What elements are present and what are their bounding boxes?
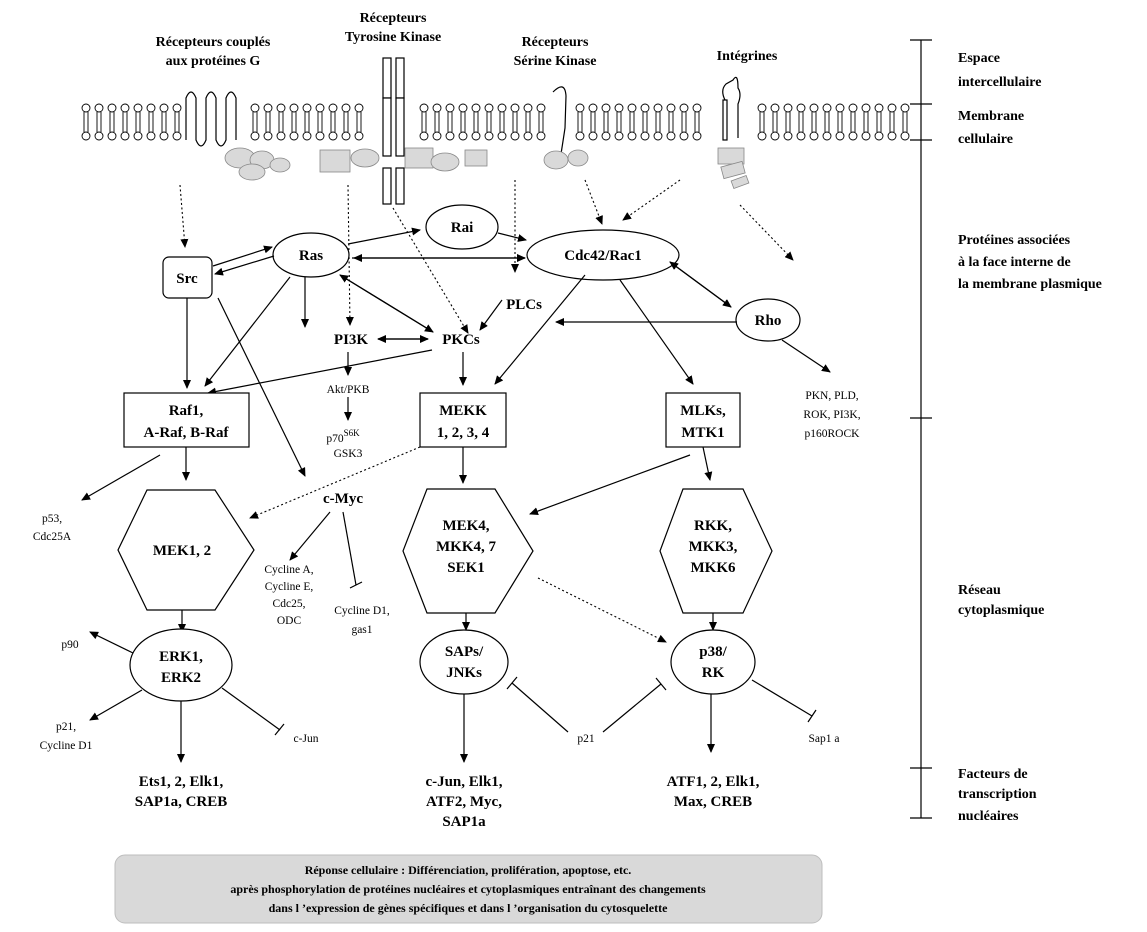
- response-text: Réponse cellulaire : Différenciation, pr…: [230, 863, 706, 915]
- label-cjun: c-Jun: [294, 733, 319, 745]
- node-cdc42: [526, 229, 680, 281]
- arrows-kinases: [81, 446, 713, 519]
- node-mek12-label: MEK1, 2: [153, 543, 211, 559]
- tf-p38: ATF1, 2, Elk1,Max, CREB: [667, 774, 760, 810]
- label-p53: p53,Cdc25A: [33, 513, 72, 543]
- node-rkk-label: RKK,MKK3,MKK6: [689, 518, 738, 576]
- node-mek4: [402, 488, 534, 614]
- node-p38: [670, 629, 756, 695]
- node-saps: [419, 629, 509, 695]
- node-rai-label: Rai: [451, 220, 474, 236]
- label-rho-targets: PKN, PLD,ROK, PI3K,p160ROCK: [803, 390, 860, 440]
- node-rkk: [659, 488, 773, 614]
- label-p90: p90: [61, 639, 79, 651]
- arrow-integrin-cdc42: [622, 179, 681, 221]
- arrow-gpcr-src: [179, 184, 189, 248]
- arrow-rtk-pi3k: [345, 184, 354, 326]
- node-erk-label: ERK1,ERK2: [159, 649, 203, 686]
- label-sap1a: Sap1 a: [809, 733, 840, 745]
- level-scale: [910, 39, 932, 819]
- arrows-mapk-outputs: [89, 631, 817, 763]
- node-erk: [129, 628, 233, 702]
- arrows-cmyc: [289, 511, 363, 589]
- label-gsk3: GSK3: [334, 448, 363, 460]
- node-mlks: [665, 392, 741, 448]
- node-rho: [735, 298, 801, 342]
- node-cdc42-label: Cdc42/Rac1: [564, 248, 642, 264]
- arrows-mapk: [178, 577, 717, 643]
- label-cyclined1: Cycline D1,gas1: [334, 605, 390, 636]
- rtk-receptor: [319, 57, 488, 205]
- arrow-integrin-rho: [739, 204, 794, 261]
- node-rho-label: Rho: [755, 313, 782, 329]
- gpcr-receptor: [185, 91, 291, 181]
- node-rai: [425, 204, 499, 250]
- serine-kinase-receptor: [543, 86, 589, 170]
- node-mlks-label: MLKs,MTK1: [680, 403, 726, 441]
- node-ras: [272, 232, 350, 278]
- node-mek12: [117, 489, 255, 611]
- node-pkcs: PKCs: [442, 332, 480, 348]
- node-cmyc: c-Myc: [323, 491, 363, 507]
- arrows-associated: [183, 227, 831, 477]
- receptor-label-integrins: Intégrines: [717, 49, 778, 64]
- cell-membrane: [81, 103, 910, 141]
- label-cyclines: Cycline A,Cycline E,Cdc25,ODC: [264, 564, 313, 627]
- tf-saps: c-Jun, Elk1,ATF2, Myc,SAP1a: [425, 774, 502, 830]
- integrin-receptor: [717, 76, 750, 190]
- arrow-rsk-cdc42: [584, 179, 603, 225]
- node-ras-label: Ras: [299, 248, 323, 264]
- node-p38-label: p38/RK: [699, 644, 727, 681]
- node-raf-label: Raf1,A-Raf, B-Raf: [144, 403, 230, 441]
- node-saps-label: SAPs/JNKs: [445, 644, 484, 681]
- response-box: [114, 854, 823, 924]
- label-p21cyc: p21,Cycline D1: [40, 721, 93, 752]
- arrow-rtk-pkcs: [392, 207, 469, 334]
- node-mekk: [419, 392, 507, 448]
- node-src-label: Src: [176, 271, 198, 287]
- node-pi3k: PI3K: [334, 332, 369, 348]
- node-plcs: PLCs: [506, 297, 542, 313]
- tf-erk: Ets1, 2, Elk1,SAP1a, CREB: [135, 774, 228, 810]
- label-p70: p70S6K: [326, 428, 360, 445]
- node-raf: [123, 392, 250, 448]
- label-akt: Akt/PKB: [327, 384, 370, 396]
- label-p21: p21: [577, 733, 595, 745]
